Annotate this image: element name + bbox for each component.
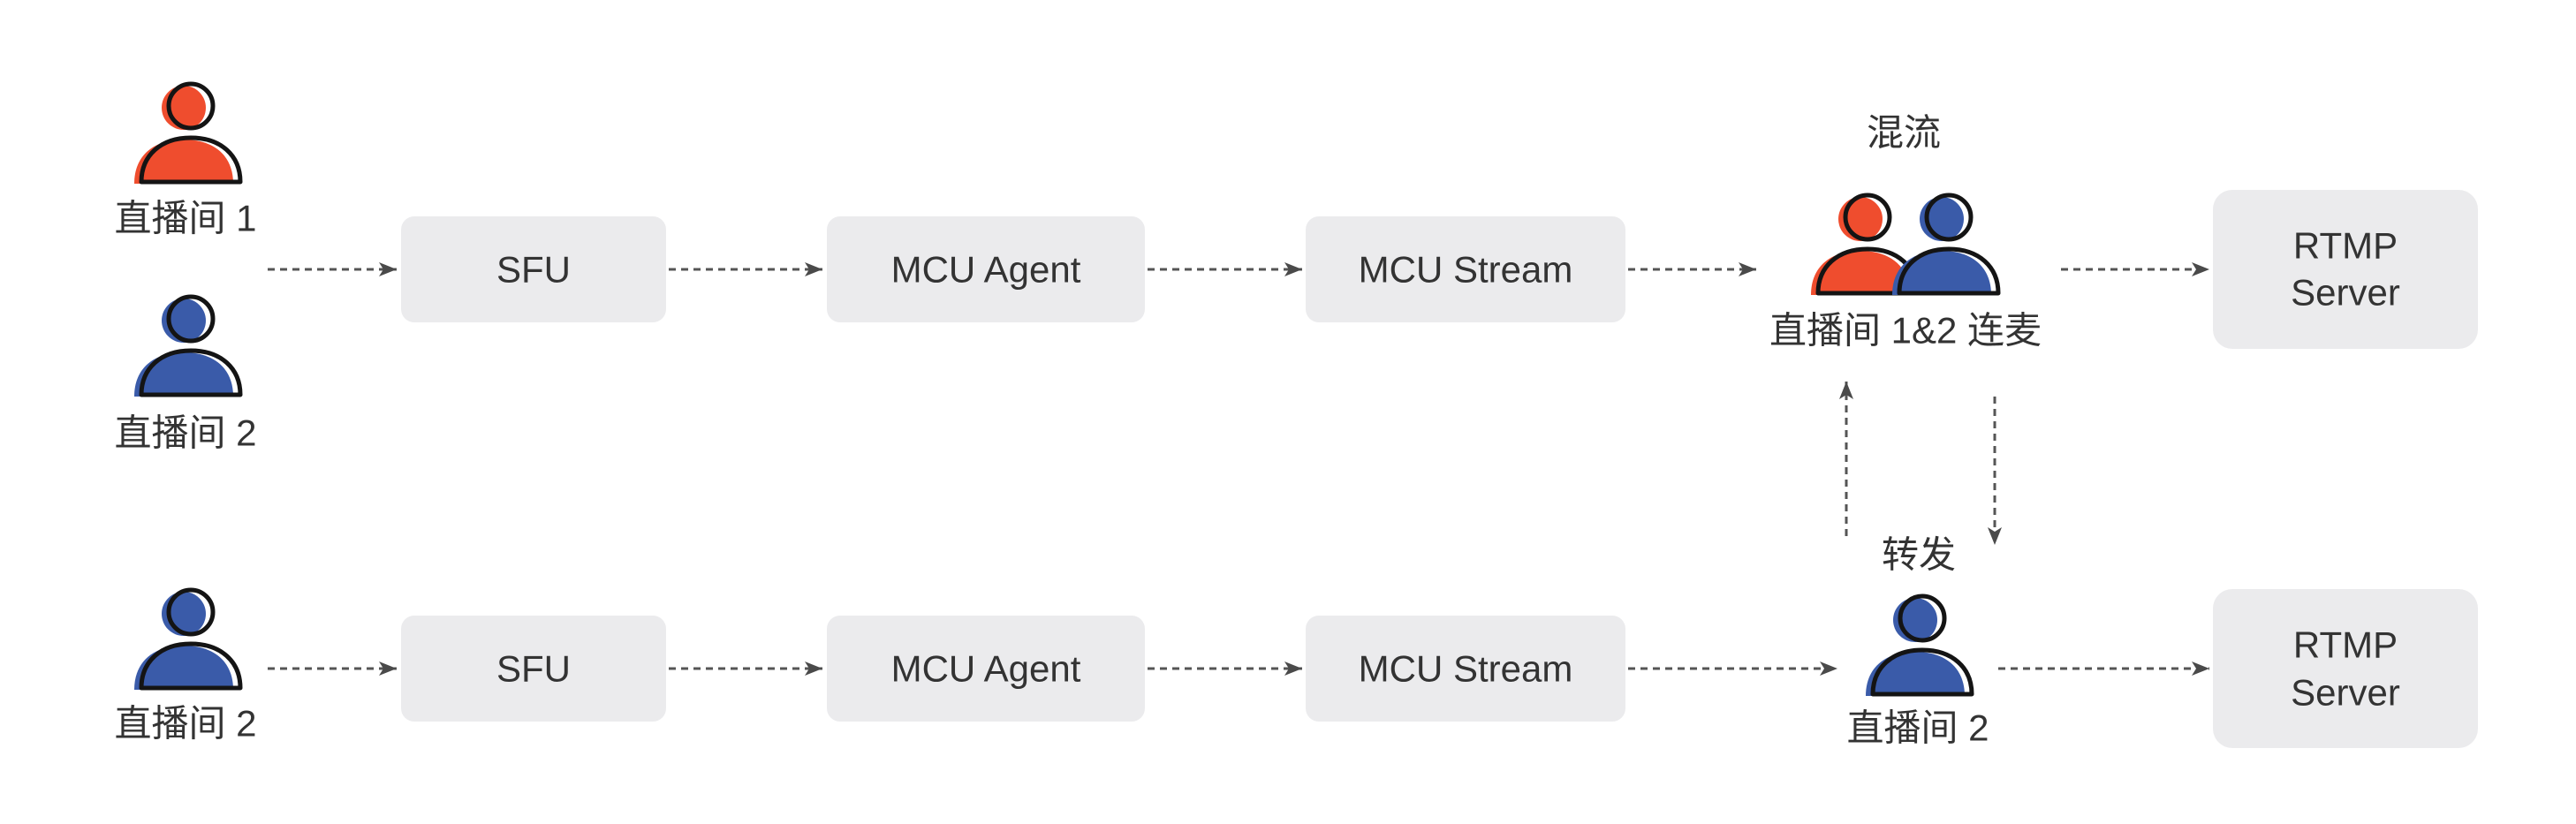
- relay-section: 转发: [1839, 382, 2002, 576]
- top-mcu-stream-node: MCU Stream: [1306, 216, 1625, 322]
- node-label-line1: RTMP: [2293, 624, 2398, 666]
- top-sfu-node: SFU: [401, 216, 666, 322]
- node-box: [1306, 616, 1625, 722]
- top-row: 直播间 1 直播间 2 SFU MCU Agent MCU Stream 混流 …: [114, 84, 2478, 454]
- person-icon: [134, 590, 240, 690]
- person-icon: [134, 84, 240, 184]
- node-box: [827, 216, 1145, 322]
- person-icon: [134, 297, 240, 397]
- top-rtmp-server-node: RTMP Server: [2213, 190, 2478, 349]
- node-box: [2213, 589, 2478, 748]
- node-label: MCU Agent: [891, 648, 1081, 690]
- person-group-icon: [1811, 195, 1998, 295]
- bottom-rtmp-server-node: RTMP Server: [2213, 589, 2478, 748]
- node-box: [2213, 190, 2478, 349]
- node-box: [827, 616, 1145, 722]
- source-label: 直播间 1: [114, 198, 256, 239]
- node-label: MCU Stream: [1359, 648, 1573, 690]
- node-label-line2: Server: [2291, 672, 2400, 714]
- bottom-source: 直播间 2: [114, 590, 257, 745]
- bottom-mcu-stream-node: MCU Stream: [1306, 616, 1625, 722]
- node-box: [401, 216, 666, 322]
- mix-label: 直播间 1&2 连麦: [1769, 310, 2042, 352]
- mix-title: 混流: [1867, 112, 1941, 154]
- bottom-row: 直播间 2 SFU MCU Agent MCU Stream 直播间 2 RTM…: [114, 589, 2478, 749]
- source-label: 直播间 2: [114, 703, 256, 745]
- relay-target-node: 直播间 2: [1846, 596, 1989, 749]
- node-box: [401, 616, 666, 722]
- top-source-1: 直播间 1: [114, 84, 257, 239]
- top-source-2: 直播间 2: [114, 297, 257, 454]
- node-label: MCU Agent: [891, 249, 1081, 291]
- source-label: 直播间 2: [114, 412, 256, 454]
- top-mcu-agent-node: MCU Agent: [827, 216, 1145, 322]
- mix-node: 混流 直播间 1&2 连麦: [1769, 112, 2042, 352]
- person-icon: [1892, 195, 1998, 295]
- bottom-mcu-agent-node: MCU Agent: [827, 616, 1145, 722]
- node-label-line2: Server: [2291, 272, 2400, 314]
- bottom-sfu-node: SFU: [401, 616, 666, 722]
- relay-label: 转发: [1882, 534, 1956, 576]
- node-label-line1: RTMP: [2293, 225, 2398, 267]
- node-label: SFU: [496, 648, 571, 690]
- node-box: [1306, 216, 1625, 322]
- person-icon: [1866, 596, 1972, 696]
- node-label: MCU Stream: [1359, 249, 1573, 291]
- relay-target-label: 直播间 2: [1846, 707, 1989, 749]
- node-label: SFU: [496, 249, 571, 291]
